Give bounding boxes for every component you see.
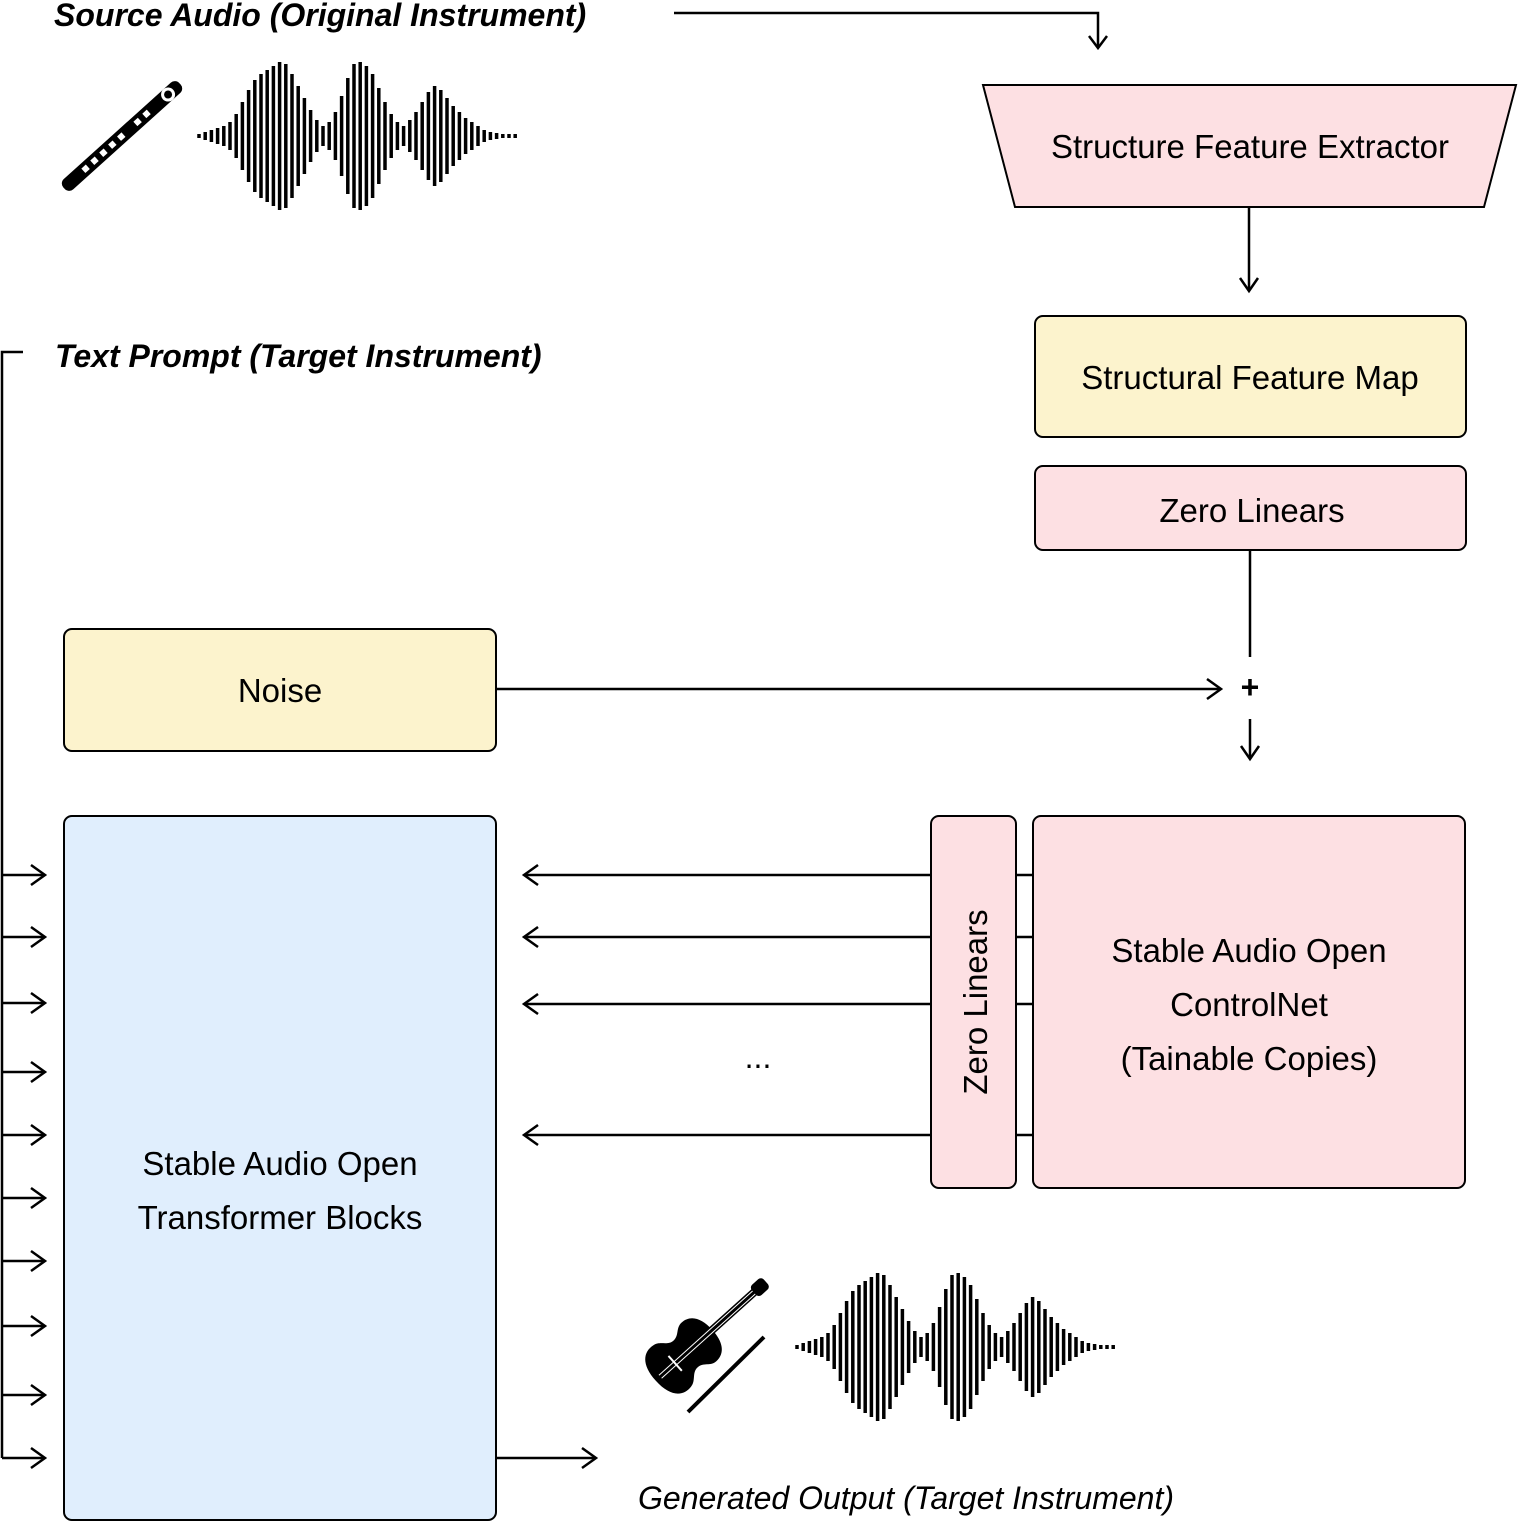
noise-label: Noise [238,672,322,709]
structural-feature-map-box [1034,315,1467,438]
source-audio-label: Source Audio (Original Instrument) [54,0,586,33]
arrowhead [30,1123,48,1147]
transformer-blocks-label-line1: Stable Audio Open [142,1145,417,1182]
arrowhead [30,1314,48,1338]
transformer-blocks-box [63,815,497,1521]
controlnet-label-line3: (Tainable Copies) [1121,1040,1378,1077]
noise-box [63,628,497,752]
zero-linears-top-label: Zero Linears [1159,492,1344,529]
arrowhead [30,1383,48,1407]
zero-linears-vertical-label: Zero Linears [957,909,994,1094]
arrowhead [521,925,539,949]
arrowhead [1238,277,1260,294]
source-waveform-icon [197,62,517,210]
arrowhead [1239,745,1261,762]
structural-feature-map-label: Structural Feature Map [1081,359,1418,396]
zero-linears-vertical-box [930,815,1017,1189]
generated-output-label: Generated Output (Target Instrument) [638,1480,1174,1516]
plus-sign: + [1241,669,1260,705]
arrowhead [30,1186,48,1210]
arrowhead [30,991,48,1015]
arrowhead [30,1249,48,1273]
arrowhead [521,863,539,887]
arrowhead [521,992,539,1016]
ellipsis: ... [745,1039,772,1075]
arrowhead [581,1446,599,1470]
arrowhead [521,1123,539,1147]
controlnet-box [1032,815,1466,1189]
structure-feature-extractor-label: Structure Feature Extractor [1051,128,1449,165]
flute-icon [61,81,183,191]
transformer-blocks-label-line2: Transformer Blocks [138,1199,423,1236]
arrow-source-to-extractor [674,11,1100,46]
arrowhead [1088,35,1108,51]
controlnet-label-line2: ControlNet [1170,986,1328,1023]
text-prompt-label: Text Prompt (Target Instrument) [55,338,542,374]
zero-linears-top-box [1034,465,1467,551]
arrowhead [30,925,48,949]
structure-feature-extractor-box [981,84,1518,208]
controlnet-connectors [1016,873,1033,1137]
arrowhead [30,1060,48,1084]
output-waveform-icon [795,1273,1115,1421]
text-prompt-bus-line [0,350,23,1458]
arrowhead [1206,677,1224,701]
violin-icon [645,1278,769,1414]
controlnet-label-line1: Stable Audio Open [1111,932,1386,969]
controlnet-residual-arrows [521,863,931,1147]
text-prompt-conditioning-arrows [2,863,48,1470]
arrowhead [30,863,48,887]
arrowhead [30,1446,48,1470]
